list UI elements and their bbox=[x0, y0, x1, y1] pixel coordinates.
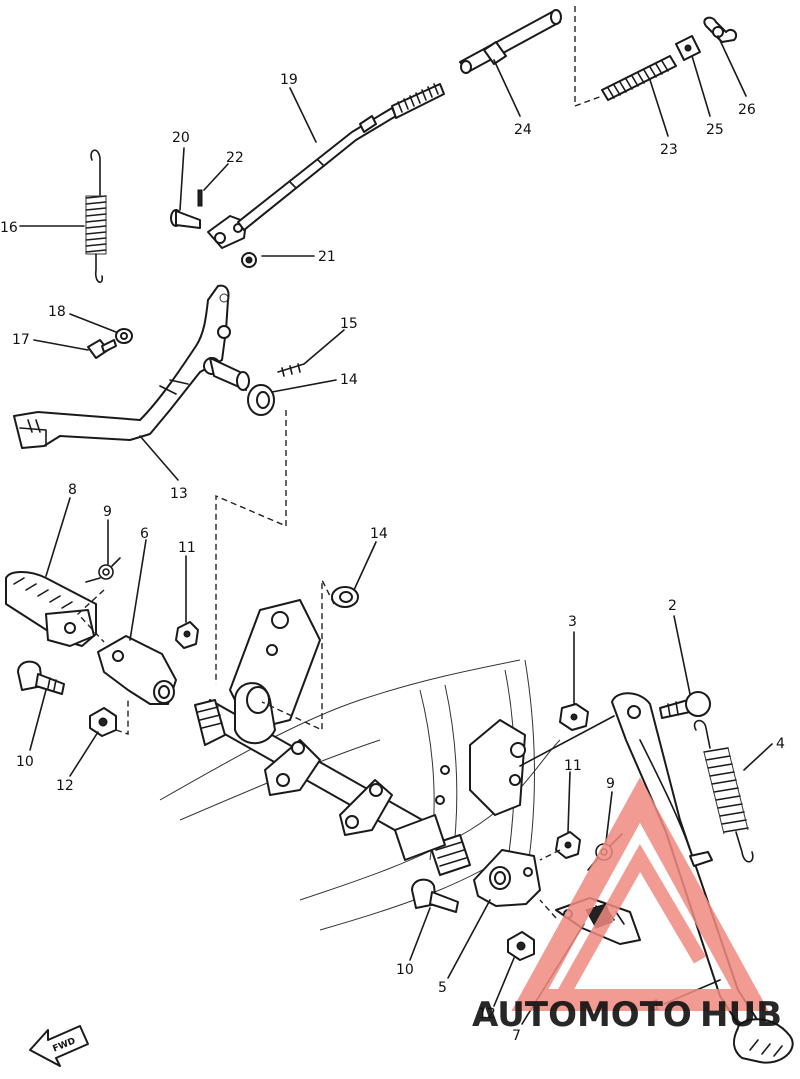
leader-12-6 bbox=[115, 700, 129, 735]
callout-16: 16 bbox=[0, 220, 18, 236]
callout-3: 3 bbox=[568, 614, 577, 630]
callout-24: 24 bbox=[514, 122, 532, 138]
joint-25 bbox=[675, 35, 701, 61]
callout-13: 13 bbox=[170, 486, 188, 502]
brake-pedal-13 bbox=[13, 284, 250, 449]
pin-20 bbox=[170, 209, 201, 229]
bracket-5 bbox=[473, 849, 541, 907]
callout-8: 8 bbox=[68, 482, 77, 498]
callout-9-left: 9 bbox=[103, 504, 112, 520]
nut-11-left bbox=[175, 621, 199, 649]
watermark-automoto: AUTOMOTO bbox=[472, 995, 692, 1035]
cotter-pin-22 bbox=[197, 189, 203, 207]
wing-nut-26 bbox=[703, 16, 738, 43]
callout-17: 17 bbox=[12, 332, 30, 348]
callout-15: 15 bbox=[340, 316, 358, 332]
washer-18 bbox=[115, 328, 133, 344]
spring-4 bbox=[693, 719, 754, 863]
callout-11-left: 11 bbox=[178, 540, 196, 556]
bolt-2 bbox=[659, 691, 711, 719]
footrest-8 bbox=[5, 571, 97, 647]
callout-10-left: 10 bbox=[16, 754, 34, 770]
leader-14-frame bbox=[261, 579, 335, 732]
bolt-17 bbox=[87, 339, 117, 359]
pin-15 bbox=[277, 363, 305, 377]
seal-14-middle bbox=[331, 586, 359, 608]
leader-8-6 bbox=[77, 589, 105, 643]
callout-7: 7 bbox=[512, 1028, 521, 1044]
brake-rod-19 bbox=[237, 83, 445, 231]
callout-19: 19 bbox=[280, 72, 298, 88]
collar-3 bbox=[559, 703, 589, 731]
callout-14-middle: 14 bbox=[370, 526, 388, 542]
fwd-arrow-icon: FWD bbox=[29, 1025, 89, 1067]
spring-9-left bbox=[85, 557, 121, 583]
callout-labels: 16 17 18 19 20 21 22 23 24 25 26 15 14 1… bbox=[0, 72, 785, 1044]
callout-10-right: 10 bbox=[396, 962, 414, 978]
nut-21 bbox=[241, 252, 257, 268]
callout-14-upper: 14 bbox=[340, 372, 358, 388]
rod-24 bbox=[459, 9, 562, 74]
callout-21: 21 bbox=[318, 249, 336, 265]
callout-12-right: 12 bbox=[478, 1006, 496, 1022]
seal-14-upper bbox=[247, 384, 275, 416]
leader-24-23 bbox=[574, 6, 603, 108]
callout-leaders bbox=[19, 35, 773, 1025]
nut-11-right bbox=[555, 831, 581, 859]
callout-18: 18 bbox=[48, 304, 66, 320]
spring-rod-23 bbox=[601, 55, 677, 101]
callout-9-right: 9 bbox=[606, 776, 615, 792]
watermark-text: AUTOMOTO HUB bbox=[472, 995, 782, 1035]
callout-11-right: 11 bbox=[564, 758, 582, 774]
leader-frame-sidestand bbox=[519, 715, 615, 767]
leader-11-5 bbox=[539, 849, 561, 861]
bolt-10-right bbox=[411, 878, 459, 913]
callout-2: 2 bbox=[668, 598, 677, 614]
callout-25: 25 bbox=[706, 122, 724, 138]
watermark-hub: HUB bbox=[700, 995, 782, 1035]
callout-6: 6 bbox=[140, 526, 149, 542]
leader-pedal-frame bbox=[215, 410, 287, 684]
callout-20: 20 bbox=[172, 130, 190, 146]
nut-12-right bbox=[507, 931, 535, 961]
leader-7-5 bbox=[539, 899, 557, 919]
automotohub-logo-icon bbox=[511, 777, 769, 1011]
bolt-10-left bbox=[17, 660, 65, 695]
callout-22: 22 bbox=[226, 150, 244, 166]
callout-26: 26 bbox=[738, 102, 756, 118]
footrest-shaft bbox=[194, 682, 471, 876]
callout-12-left: 12 bbox=[56, 778, 74, 794]
callout-23: 23 bbox=[660, 142, 678, 158]
callout-4: 4 bbox=[776, 736, 785, 752]
spring-16 bbox=[85, 149, 107, 283]
nut-12-left bbox=[89, 707, 117, 737]
bracket-6 bbox=[97, 635, 177, 705]
callout-5: 5 bbox=[438, 980, 447, 996]
